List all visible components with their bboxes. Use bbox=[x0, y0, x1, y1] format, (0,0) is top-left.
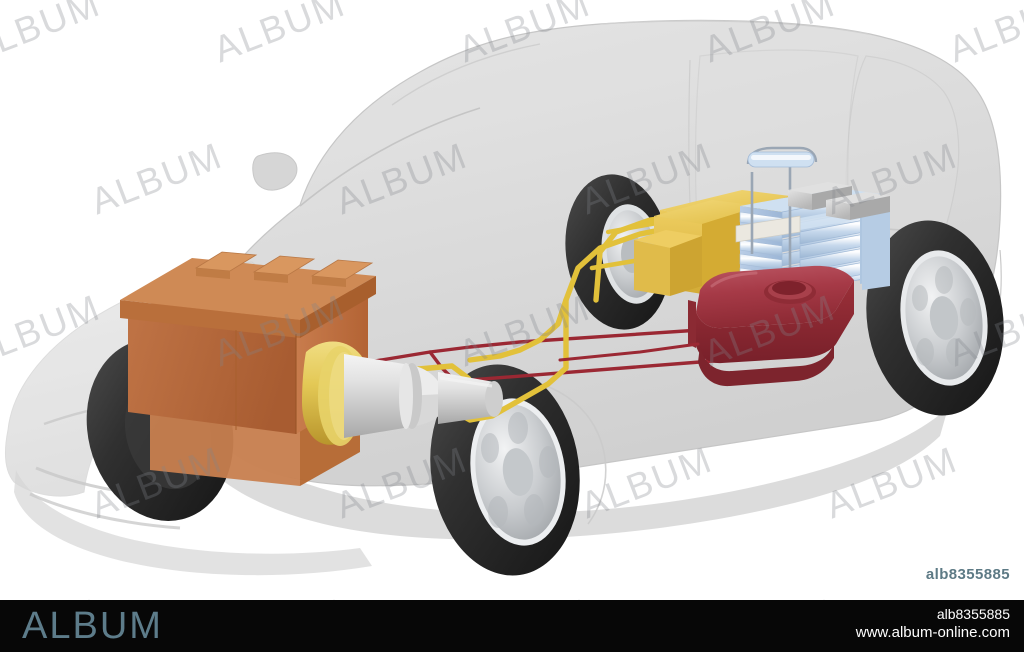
footer-website[interactable]: www.album-online.com bbox=[855, 623, 1010, 641]
footer-credits: alb8355885 www.album-online.com bbox=[856, 606, 1010, 642]
fuel-line-branch bbox=[558, 342, 700, 362]
album-logo: ALBUM bbox=[22, 605, 163, 647]
footer-photo-id: alb8355885 bbox=[936, 606, 1010, 622]
footer-bar: ALBUM alb8355885 www.album-online.com bbox=[0, 600, 1024, 652]
tank-pipework bbox=[746, 146, 818, 270]
drive-shaft-assembly bbox=[302, 341, 503, 446]
photo-id-overlay: alb8355885 bbox=[925, 566, 1010, 583]
car-cutaway-illustration bbox=[5, 19, 1004, 576]
control-modules bbox=[788, 182, 890, 220]
wheel-rear-right bbox=[866, 220, 1004, 416]
fuel-tank bbox=[688, 265, 854, 387]
